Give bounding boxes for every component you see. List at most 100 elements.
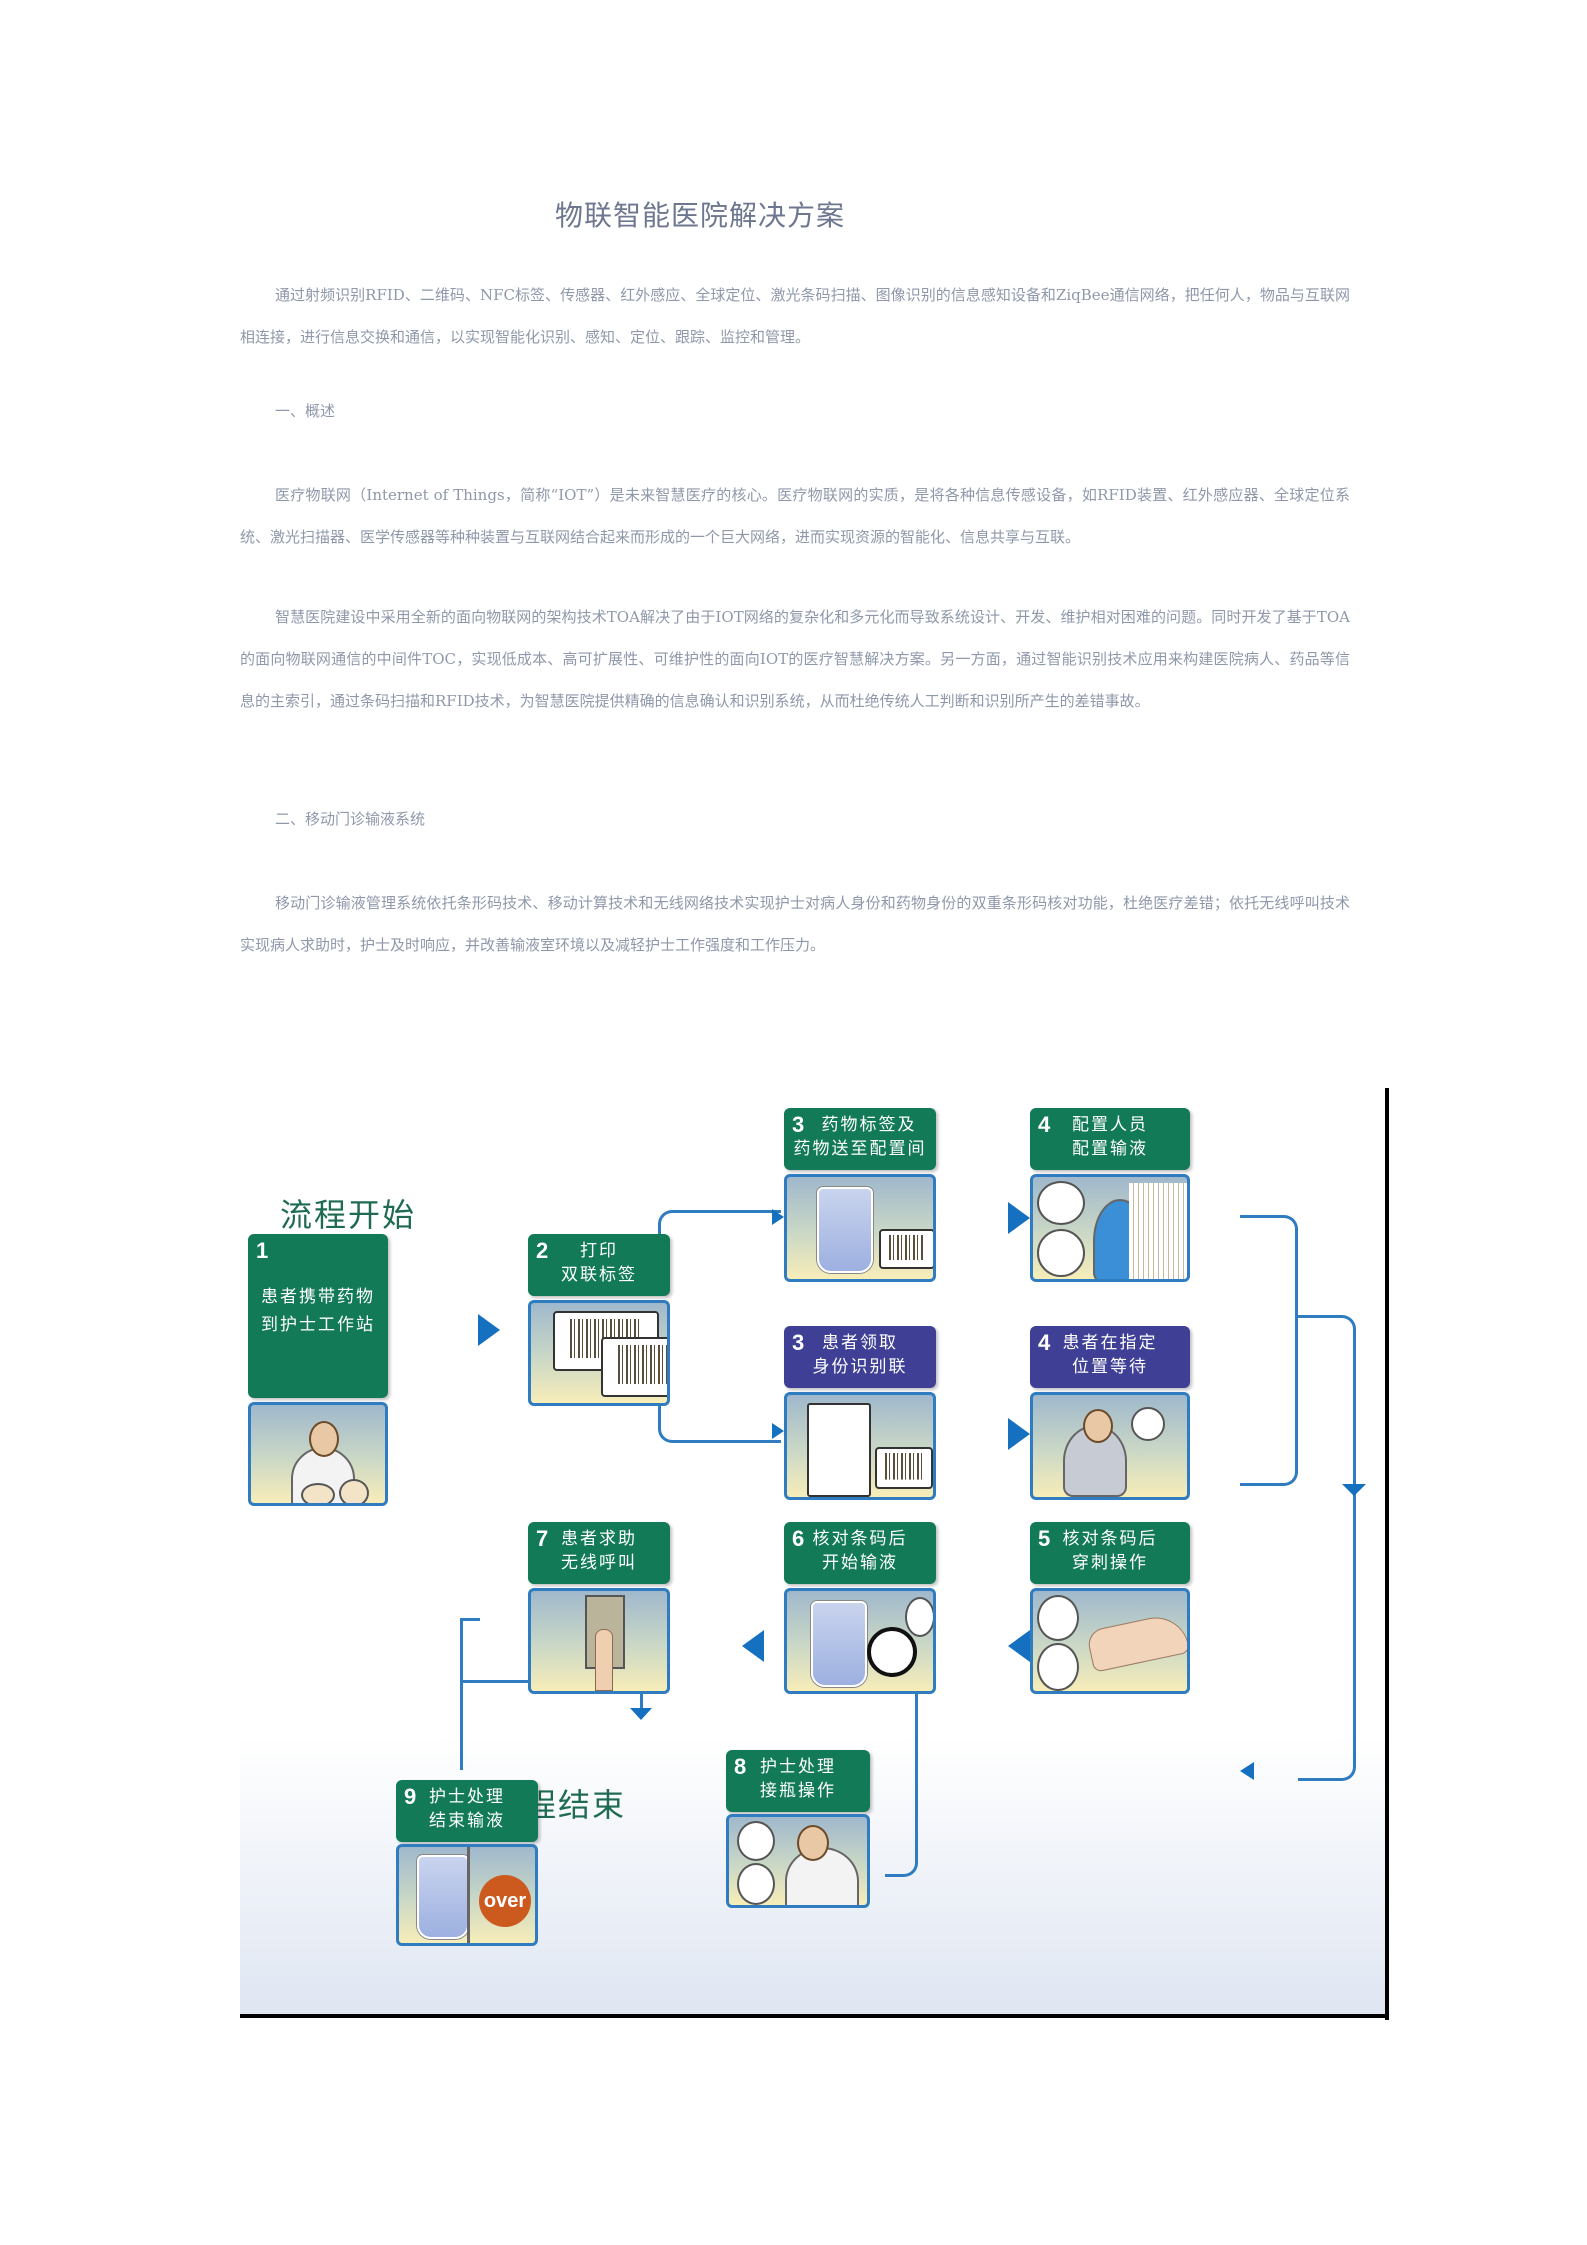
arrow-3b-to-4b-icon — [1008, 1418, 1030, 1450]
barcode-label-icon — [879, 1229, 933, 1269]
arrow-into-8-icon — [630, 1708, 652, 1720]
pda-icon — [339, 1479, 369, 1503]
connector-8-to-6 — [885, 1690, 918, 1877]
step-label-line1: 药物标签及 — [821, 1115, 917, 1135]
overview-paragraph-1: 医疗物联网（Internet of Things，简称“IOT”）是未来智慧医疗… — [240, 486, 1350, 546]
infusion-flowchart: 流程开始 流程结束 1 患者携带药物 到护士工 — [240, 1090, 1385, 2015]
barcode-icon — [1037, 1643, 1079, 1691]
clock-icon — [1131, 1407, 1165, 1441]
arrow-6-to-7-icon — [742, 1630, 764, 1662]
magnifier-icon — [867, 1627, 917, 1677]
flow-step-7: 7 患者求助 无线呼叫 — [528, 1522, 670, 1694]
puncture-illustration — [1030, 1588, 1190, 1694]
step-label-line2: 位置等待 — [1072, 1357, 1148, 1377]
step-number: 4 — [1038, 1112, 1051, 1137]
arrow-into-3a-icon — [772, 1209, 784, 1225]
nurse-workstation-illustration — [248, 1402, 388, 1506]
infusion-paragraph: 移动门诊输液管理系统依托条形码技术、移动计算技术和无线网络技术实现护士对病人身份… — [240, 894, 1350, 954]
step-number: 2 — [536, 1238, 549, 1263]
step-label-line2: 到护士工作站 — [261, 1315, 375, 1335]
call-button-illustration — [528, 1588, 670, 1694]
step-label-line1: 护士处理 — [760, 1757, 836, 1777]
step-number: 7 — [536, 1526, 549, 1551]
document-title: 物联智能医院解决方案 — [554, 199, 845, 232]
iv-bag-icon — [417, 1855, 469, 1939]
arrow-1-to-2-icon — [478, 1314, 500, 1346]
step-label-line1: 患者领取 — [822, 1333, 898, 1353]
step-label-line2: 接瓶操作 — [760, 1781, 836, 1801]
step-number: 8 — [734, 1754, 747, 1779]
barcode-icon — [1037, 1181, 1085, 1225]
pda-icon — [905, 1597, 933, 1637]
step-label-line2: 药物送至配置间 — [793, 1139, 927, 1159]
arrow-into-5-icon — [1240, 1762, 1254, 1780]
labels-illustration — [528, 1300, 670, 1406]
flow-step-1: 1 患者携带药物 到护士工作站 — [248, 1234, 388, 1506]
flow-step-8: 8 护士处理 接瓶操作 — [726, 1750, 870, 1908]
clipboard-illustration — [784, 1392, 936, 1500]
connector-2-to-3a — [658, 1210, 781, 1248]
step-label-line1: 核对条码后 — [1062, 1529, 1158, 1549]
step-label-line2: 双联标签 — [561, 1265, 637, 1285]
patient-waiting-illustration — [1030, 1392, 1190, 1500]
iv-pole-icon — [467, 1847, 470, 1943]
nurse-pda-illustration — [726, 1814, 870, 1908]
flow-step-3-patient: 3 患者领取 身份识别联 — [784, 1326, 936, 1500]
connector-2-to-3b — [658, 1405, 781, 1443]
iv-bag-icon — [817, 1187, 873, 1273]
iv-check-illustration — [784, 1588, 936, 1694]
step-number: 1 — [256, 1238, 269, 1263]
flow-step-6: 6 核对条码后 开始输液 — [784, 1522, 936, 1694]
step-label-line2: 结束输液 — [429, 1811, 505, 1831]
arrow-down-icon — [1342, 1484, 1366, 1496]
over-badge: over — [479, 1875, 531, 1927]
flow-step-4-wait: 4 患者在指定 位置等待 — [1030, 1326, 1190, 1500]
flow-step-9: 9 护士处理 结束输液 over — [396, 1780, 538, 1946]
diagram-border-right — [1385, 1088, 1389, 2020]
iv-bag-barcode-illustration — [784, 1174, 936, 1282]
connector-7-down — [460, 1618, 463, 1770]
flow-step-4-prep: 4 配置人员 配置输液 — [1030, 1108, 1190, 1282]
step-number: 9 — [404, 1784, 417, 1809]
step-label-line2: 配置输液 — [1072, 1139, 1148, 1159]
finger-icon — [595, 1629, 613, 1691]
barcode-icon — [737, 1863, 775, 1905]
barcode-label-icon — [601, 1337, 667, 1397]
diagram-border-bottom — [240, 2014, 1389, 2018]
step-number: 4 — [1038, 1330, 1051, 1355]
cabinet-icon — [1129, 1183, 1187, 1279]
flow-step-3-drug: 3 药物标签及 药物送至配置间 — [784, 1108, 936, 1282]
flow-step-5: 5 核对条码后 穿刺操作 — [1030, 1522, 1190, 1694]
section-heading-infusion: 二、移动门诊输液系统 — [275, 810, 426, 828]
step-label-line1: 患者携带药物 — [261, 1287, 375, 1307]
hand-icon — [1085, 1611, 1187, 1673]
step-label-line1: 核对条码后 — [812, 1529, 908, 1549]
step-number: 3 — [792, 1112, 805, 1137]
section-heading-overview: 一、概述 — [275, 402, 336, 420]
step-number: 6 — [792, 1526, 805, 1551]
step-label-line2: 无线呼叫 — [561, 1553, 637, 1573]
step-label-line2: 身份识别联 — [812, 1357, 908, 1377]
step-label-line2: 穿刺操作 — [1072, 1553, 1148, 1573]
arrow-3a-to-4a-icon — [1008, 1202, 1030, 1234]
step-label-line1: 护士处理 — [429, 1787, 505, 1807]
arrow-into-3b-icon — [772, 1423, 784, 1439]
iv-bag-icon — [811, 1601, 867, 1687]
step-label-line1: 患者在指定 — [1062, 1333, 1158, 1353]
arrow-5-to-6-icon — [1008, 1630, 1030, 1662]
pda-icon — [1037, 1595, 1079, 1641]
connector-to-step-5 — [1298, 1315, 1356, 1781]
pda-icon — [1037, 1229, 1085, 1277]
step-number: 5 — [1038, 1526, 1051, 1551]
connector-7-stub — [460, 1618, 480, 1621]
step-label-line1: 配置人员 — [1072, 1115, 1148, 1135]
flow-step-2: 2 打印 双联标签 — [528, 1234, 670, 1406]
barcode-label-icon — [875, 1447, 933, 1489]
overview-paragraph-2: 智慧医院建设中采用全新的面向物联网的架构技术TOA解决了由于IOT网络的复杂化和… — [240, 608, 1350, 710]
flow-start-label: 流程开始 — [280, 1196, 417, 1234]
clipboard-icon — [807, 1403, 871, 1497]
connector-4-merge — [1240, 1215, 1298, 1486]
intro-paragraph: 通过射频识别RFID、二维码、NFC标签、传感器、红外感应、全球定位、激光条码扫… — [240, 286, 1350, 346]
pda-icon — [737, 1821, 775, 1861]
step-label-line1: 患者求助 — [561, 1529, 637, 1549]
